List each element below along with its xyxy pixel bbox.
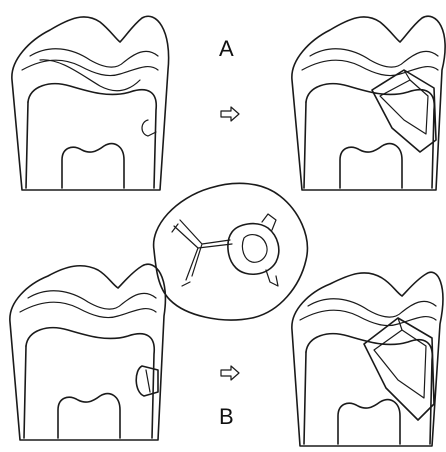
arrow-right-icon	[219, 106, 241, 122]
occlusal-view	[154, 183, 308, 320]
tooth-top-right	[292, 16, 445, 190]
tooth-top-left	[12, 16, 169, 190]
arrow-right-icon	[219, 365, 241, 381]
label-a: A	[219, 38, 234, 60]
tooth-bottom-right	[292, 272, 443, 446]
tooth-bottom-left	[10, 264, 166, 440]
label-b: B	[219, 406, 234, 428]
